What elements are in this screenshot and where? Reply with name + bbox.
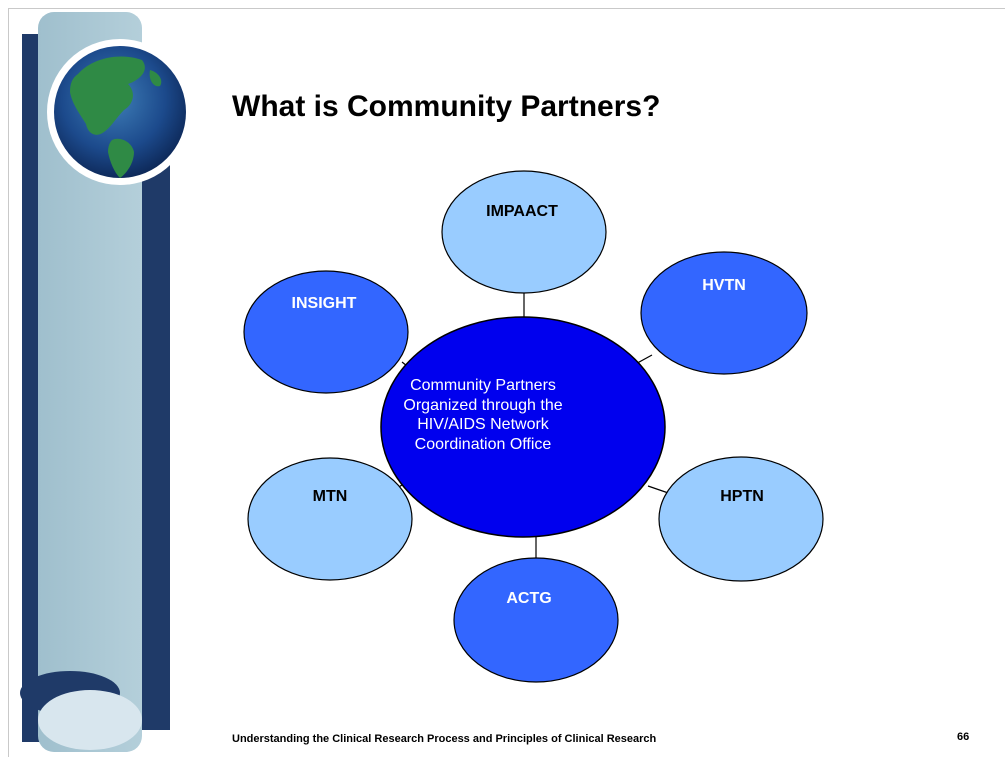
dark-bar-right <box>140 150 170 730</box>
node-label-hvtn: HVTN <box>702 277 746 294</box>
light-bar <box>38 12 142 752</box>
node-impaact <box>441 170 607 294</box>
node-insight <box>243 270 409 394</box>
center-node-label: Community Partners Organized through the… <box>403 377 563 453</box>
node-label-hptn: HPTN <box>720 488 764 505</box>
node-label-impaact: IMPAACT <box>486 203 558 220</box>
bottom-light-oval <box>38 690 142 750</box>
node-actg <box>453 557 619 683</box>
slide-title: What is Community Partners? <box>232 90 661 123</box>
page-number: 66 <box>957 731 970 743</box>
center-node <box>380 316 666 538</box>
node-label-actg: ACTG <box>506 590 552 607</box>
node-hvtn <box>640 251 808 375</box>
side-decoration <box>20 12 193 752</box>
slide-frame <box>8 8 1005 757</box>
node-label-mtn: MTN <box>312 488 348 505</box>
node-label-insight: INSIGHT <box>291 295 357 312</box>
globe-icon <box>47 39 193 185</box>
node-hptn <box>658 456 824 582</box>
slide-footer: Understanding the Clinical Research Proc… <box>232 733 657 745</box>
node-mtn <box>247 457 413 581</box>
